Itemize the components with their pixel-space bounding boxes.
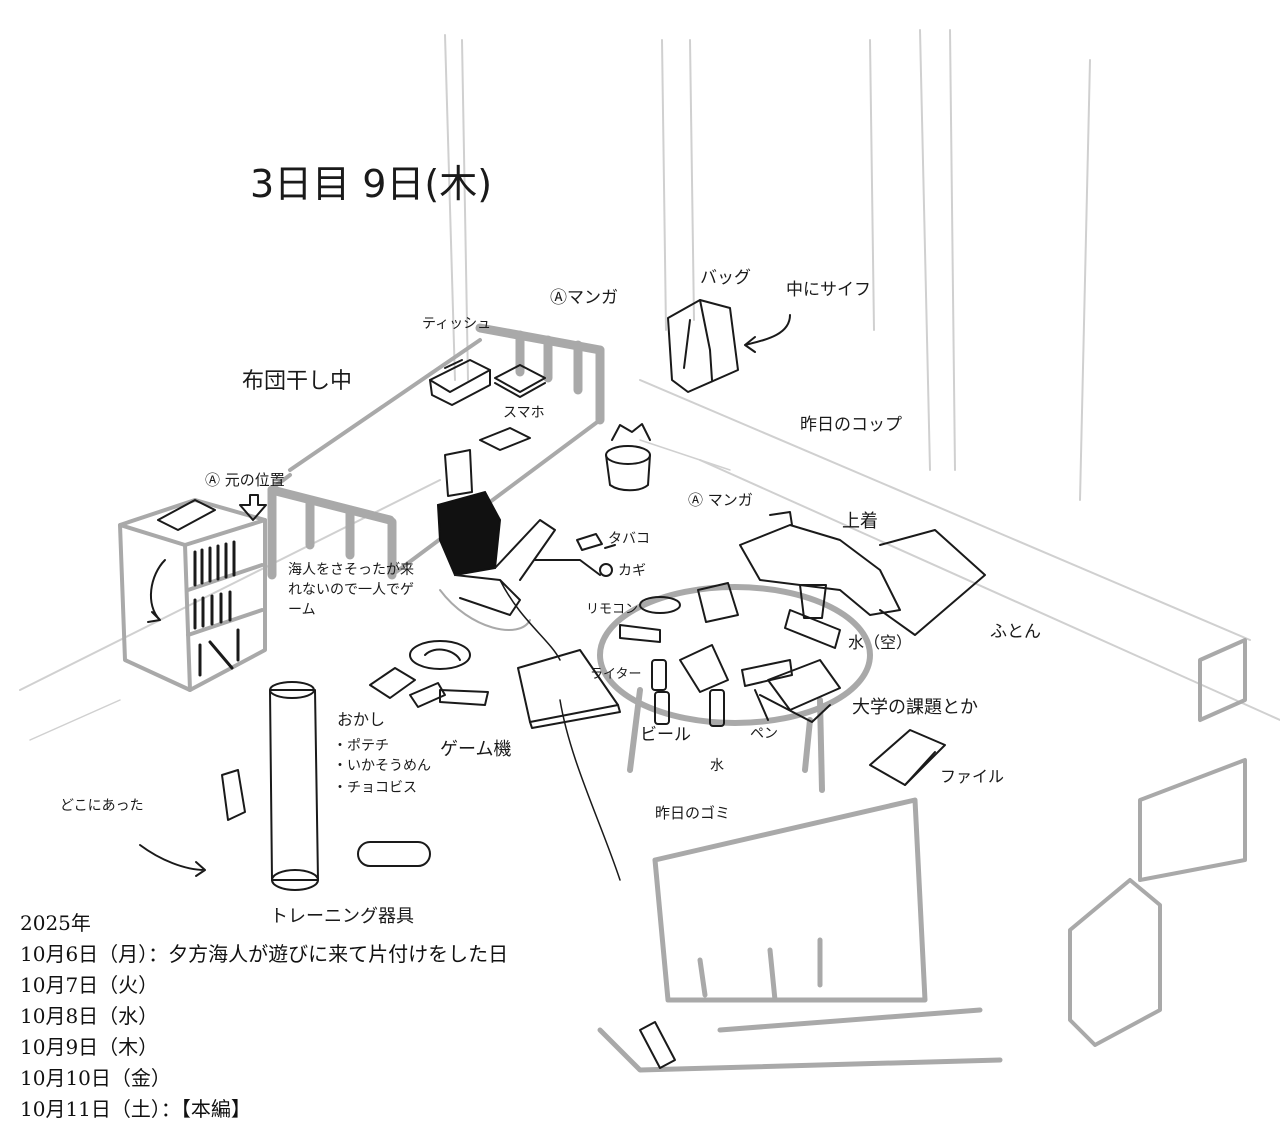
label-pen: ペン bbox=[750, 726, 778, 742]
label-univ-assignments: 大学の課題とか bbox=[852, 697, 978, 718]
label-smartphone: スマホ bbox=[503, 405, 545, 421]
futon-shape bbox=[879, 529, 986, 636]
books bbox=[193, 540, 240, 677]
where-arrow bbox=[139, 844, 206, 877]
label-where-was-it: どこにあった bbox=[60, 798, 144, 814]
date-list: 2025年 10月6日（月）：夕方海人が遊びに来て片付けをした日 10月7日（火… bbox=[20, 908, 508, 1125]
floor-lines bbox=[29, 439, 731, 741]
label-key: カギ bbox=[618, 563, 646, 579]
shelf-arrow bbox=[147, 559, 166, 623]
date-entry: 10月11日（土）：【本編】 bbox=[20, 1097, 251, 1121]
label-manga-a-table: Ⓐ マンガ bbox=[688, 491, 753, 509]
kaito-note-box: 海人をさそったが来れないので一人でゲーム bbox=[288, 562, 414, 618]
labels: 布団干し中 ティッシュ Ⓐマンガ スマホ バッグ 中にサイフ 昨日のコップ 上着… bbox=[60, 268, 1041, 927]
label-manga-a-top: Ⓐマンガ bbox=[550, 288, 618, 308]
label-wallet-inside: 中にサイフ bbox=[786, 280, 871, 300]
label-kaito-note: 海人をさそったが来れないので一人でゲーム bbox=[288, 562, 414, 618]
bed-frame bbox=[267, 323, 605, 580]
remote-foreground bbox=[639, 1021, 676, 1069]
bag bbox=[667, 299, 739, 393]
label-snack-item-1: ・ポテチ bbox=[333, 738, 389, 754]
label-cigarettes: タバコ bbox=[608, 531, 650, 547]
label-training-gear: トレーニング器具 bbox=[270, 906, 414, 927]
file-shape bbox=[869, 729, 946, 786]
label-beer: ビール bbox=[640, 725, 691, 745]
date-year: 2025年 bbox=[20, 911, 91, 935]
label-futon-drying: 布団干し中 bbox=[242, 369, 352, 394]
label-snack-item-2: ・いかそうめん bbox=[333, 758, 431, 774]
label-snacks: おかし bbox=[337, 710, 385, 729]
label-water: 水 bbox=[710, 758, 724, 774]
label-original-position: Ⓐ 元の位置 bbox=[205, 471, 285, 489]
date-entry: 10月6日（月）：夕方海人が遊びに来て片付けをした日 bbox=[20, 942, 509, 966]
date-entry: 10月10日（金） bbox=[20, 1066, 171, 1090]
jacket bbox=[739, 511, 901, 616]
down-arrow bbox=[239, 494, 267, 521]
bookshelf bbox=[118, 498, 267, 692]
date-entry: 10月7日（火） bbox=[20, 973, 159, 997]
label-tissue: ティッシュ bbox=[422, 316, 491, 332]
label-jacket: 上着 bbox=[842, 511, 878, 532]
label-yesterday-trash: 昨日のゴミ bbox=[655, 804, 730, 822]
date-entry: 10月8日（水） bbox=[20, 1004, 159, 1028]
label-lighter: ライター bbox=[590, 667, 641, 682]
label-snack-item-3: ・チョコビス bbox=[333, 780, 417, 796]
tissue-box bbox=[429, 359, 491, 406]
label-bag: バッグ bbox=[700, 268, 751, 288]
low-table bbox=[597, 584, 873, 793]
label-file: ファイル bbox=[940, 767, 1004, 786]
curtains bbox=[19, 29, 1280, 721]
label-game-console: ゲーム機 bbox=[440, 739, 511, 760]
manga-bed bbox=[494, 364, 546, 398]
smartphone bbox=[479, 427, 531, 451]
controller-cable bbox=[499, 579, 621, 881]
label-remote: リモコン bbox=[586, 602, 638, 617]
trash-bucket bbox=[605, 423, 651, 492]
table-items bbox=[576, 533, 841, 727]
training-gear bbox=[221, 681, 431, 891]
sketch-title: 3日目 9日(木) bbox=[250, 162, 492, 206]
person-sitting bbox=[436, 449, 601, 631]
manga-on-shelf bbox=[157, 499, 216, 531]
label-yesterday-cup: 昨日のコップ bbox=[800, 415, 902, 435]
tv bbox=[597, 797, 1003, 1073]
right-furniture bbox=[1068, 638, 1247, 1047]
bed-rails bbox=[268, 338, 602, 577]
cushion bbox=[409, 640, 471, 670]
label-water-empty: 水（空） bbox=[848, 633, 912, 652]
bag-arrow bbox=[744, 314, 791, 353]
snack-packs bbox=[369, 667, 489, 708]
game-console-shape bbox=[517, 649, 621, 729]
label-futon: ふとん bbox=[990, 622, 1041, 642]
date-entry: 10月9日（木） bbox=[20, 1035, 159, 1059]
